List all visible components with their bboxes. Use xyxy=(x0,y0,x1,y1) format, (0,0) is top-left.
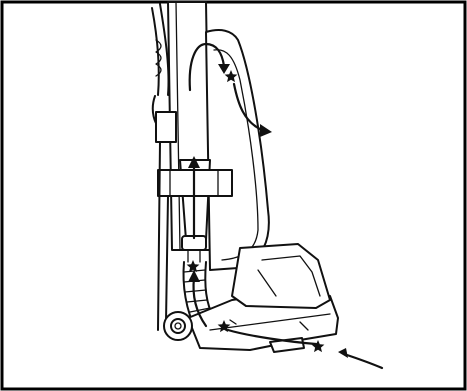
rear-wheel xyxy=(164,312,192,340)
